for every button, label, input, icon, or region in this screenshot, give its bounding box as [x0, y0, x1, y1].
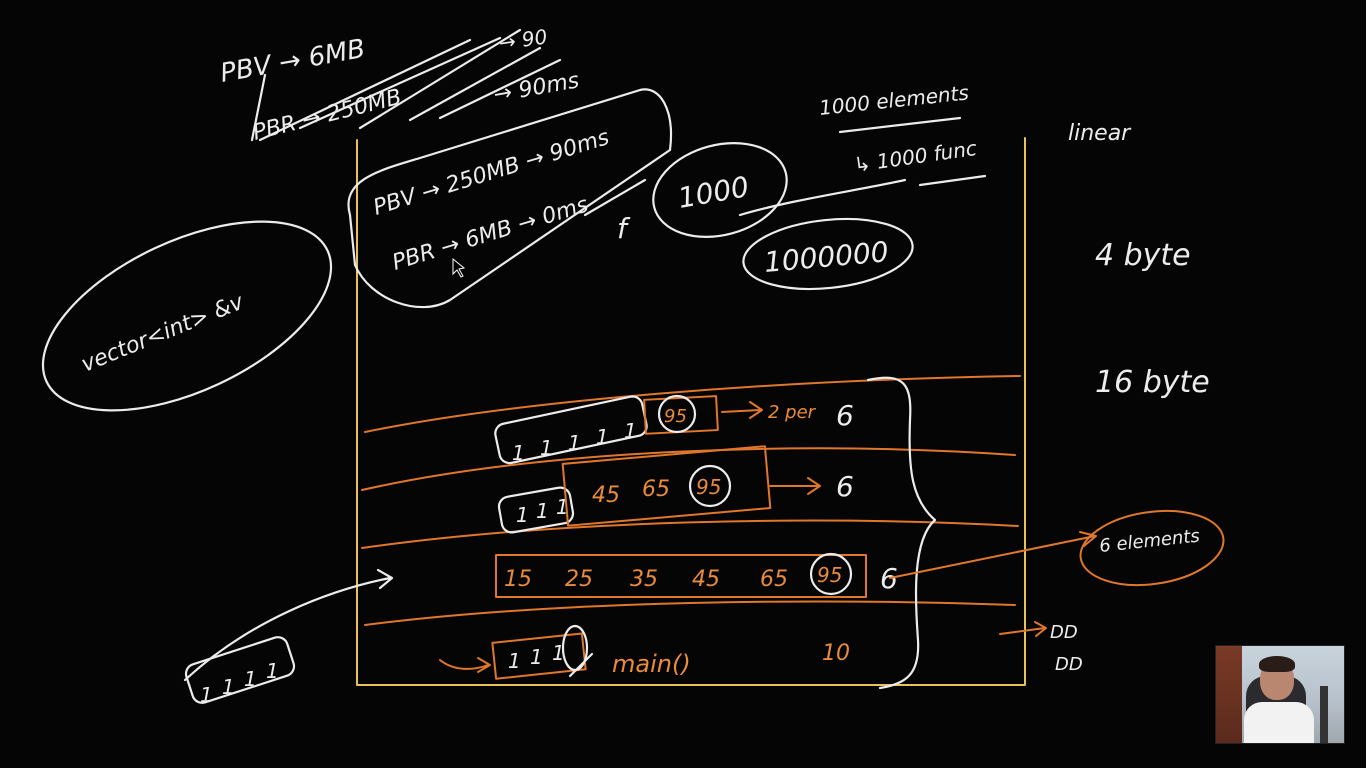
svg-text:65: 65 — [642, 477, 670, 502]
frame-line-3 — [361, 519, 1019, 549]
note-box-outline — [347, 88, 673, 309]
svg-text:15: 15 — [504, 567, 532, 592]
frame-line-4 — [364, 600, 1016, 626]
note-million: 1000000 — [763, 235, 890, 279]
stack-container-outline — [356, 137, 1026, 686]
svg-text:1: 1 — [536, 499, 549, 523]
elements-arrow — [889, 531, 1097, 579]
svg-text:1: 1 — [508, 649, 521, 673]
frame-line-1 — [364, 375, 1021, 433]
svg-text:1: 1 — [516, 503, 529, 527]
main-array: 1 1 1 — [491, 624, 594, 680]
svg-text:1: 1 — [596, 425, 609, 449]
svg-text:35: 35 — [630, 567, 658, 592]
main-arrow-in — [439, 657, 491, 673]
svg-text:1: 1 — [530, 645, 543, 669]
frame-second-array: 1 1 1 45 65 95 — [497, 445, 772, 534]
svg-text:1: 1 — [624, 419, 637, 443]
svg-text:65: 65 — [760, 567, 788, 592]
note-pbv-6mb: PBV → 6MB — [218, 34, 367, 89]
outside-arrow — [183, 568, 394, 682]
main-count: 10 — [822, 641, 850, 666]
svg-text:45: 45 — [692, 567, 720, 592]
main-label: main() — [612, 650, 691, 678]
svg-text:1: 1 — [244, 667, 257, 691]
million-circle — [742, 217, 914, 291]
note-struck-90ms: → 90ms — [492, 68, 581, 108]
note-thousand-elements: 1000 elements — [818, 80, 970, 120]
frame-second-count: 6 — [836, 470, 854, 503]
mouse-cursor — [452, 257, 466, 278]
svg-text:1: 1 — [552, 641, 565, 665]
note-thousand-func: ↳ 1000 func — [852, 136, 978, 177]
underline-thousand-func — [918, 174, 987, 187]
webcam-background-shelf — [1216, 646, 1242, 743]
underline-thousand-elements — [838, 116, 962, 134]
note-thousand: 1000 — [675, 170, 751, 215]
presenter-webcam-icon — [1215, 645, 1345, 744]
note-linear: linear — [1068, 121, 1132, 146]
vector-ellipse — [41, 220, 333, 412]
frame-top-count: 6 — [836, 399, 854, 432]
svg-text:1: 1 — [556, 495, 569, 519]
svg-text:95: 95 — [696, 475, 721, 499]
svg-text:1: 1 — [540, 436, 553, 460]
elements-ellipse — [1079, 509, 1225, 587]
strike-through-scribble — [250, 28, 562, 142]
frame-third-array: 15 25 35 45 65 95 — [495, 552, 867, 598]
elements-label: 6 elements — [1098, 526, 1200, 557]
webcam-presenter-hair — [1259, 656, 1295, 672]
thousand-circle — [652, 142, 788, 238]
dd-arrow — [999, 621, 1047, 637]
frame-top-arrow — [721, 401, 763, 419]
frame-third-count: 6 — [880, 562, 898, 595]
svg-text:1: 1 — [222, 675, 235, 699]
note-for-loop: f — [617, 212, 631, 245]
note-vector-int: vector<int> &v — [78, 289, 248, 377]
frames-brace — [866, 376, 937, 690]
frame-top-arrow-label: 2 per — [768, 402, 817, 423]
svg-text:1: 1 — [200, 683, 213, 707]
frame-line-2 — [361, 447, 1016, 491]
frame-second-arrow — [769, 477, 821, 495]
svg-text:25: 25 — [565, 567, 593, 592]
thousand-to-million-link — [738, 178, 907, 217]
note-four-byte: 4 byte — [1095, 238, 1191, 273]
frame-top-array: 1 1 1 1 1 95 — [494, 394, 719, 465]
svg-text:1: 1 — [568, 431, 581, 455]
svg-text:95: 95 — [664, 406, 687, 427]
webcam-presenter-shirt — [1244, 702, 1314, 743]
outside-array: 1 1 1 1 — [184, 636, 296, 707]
dd-bottom: DD — [1055, 654, 1083, 675]
dd-top: DD — [1050, 622, 1078, 643]
underline-0ms — [583, 178, 647, 217]
svg-text:1: 1 — [512, 441, 525, 465]
svg-text:95: 95 — [817, 563, 842, 587]
note-sixteen-byte: 16 byte — [1095, 365, 1210, 400]
svg-text:1: 1 — [266, 659, 279, 683]
webcam-microphone — [1320, 686, 1328, 743]
svg-text:45: 45 — [592, 483, 620, 508]
